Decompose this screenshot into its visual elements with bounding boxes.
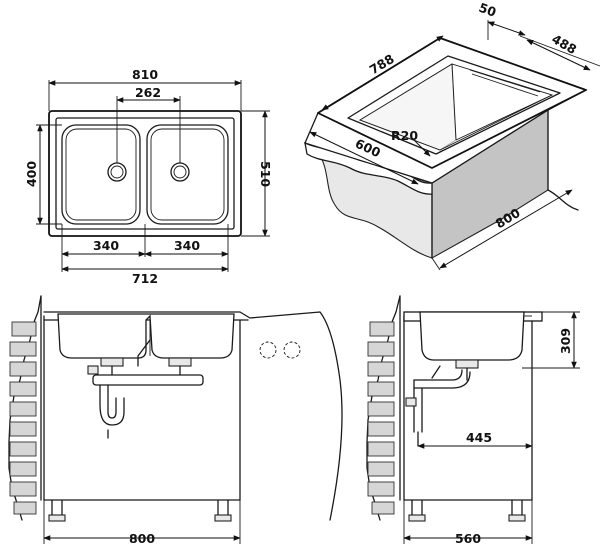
side-view: 309 445 560 <box>366 295 580 546</box>
dim-sink-depth: 309 <box>558 328 573 354</box>
dim-inner-width: 712 <box>132 271 158 286</box>
dim-flange-width: 50 <box>477 0 499 20</box>
dim-corner-radius: R20 <box>391 128 418 143</box>
right-bowl <box>146 124 229 225</box>
top-view: 810 262 400 510 340 340 712 <box>24 67 273 286</box>
isometric-view: 50 488 788 R20 600 800 <box>304 0 601 271</box>
dim-overall-width: 810 <box>132 67 158 82</box>
left-bowl <box>61 124 141 225</box>
dim-bowl-height: 400 <box>24 161 39 187</box>
front-view: 800 <box>8 295 343 546</box>
dim-bowl-spacing: 262 <box>135 85 161 100</box>
dim-drain-offset: 445 <box>466 430 492 445</box>
dim-front-cabinet-width: 800 <box>129 531 155 546</box>
dim-bowl-width-right: 340 <box>174 238 200 253</box>
dim-bowl-width-left: 340 <box>93 238 119 253</box>
dim-side-cabinet-depth: 560 <box>455 531 481 546</box>
dim-overall-depth: 510 <box>258 161 273 187</box>
